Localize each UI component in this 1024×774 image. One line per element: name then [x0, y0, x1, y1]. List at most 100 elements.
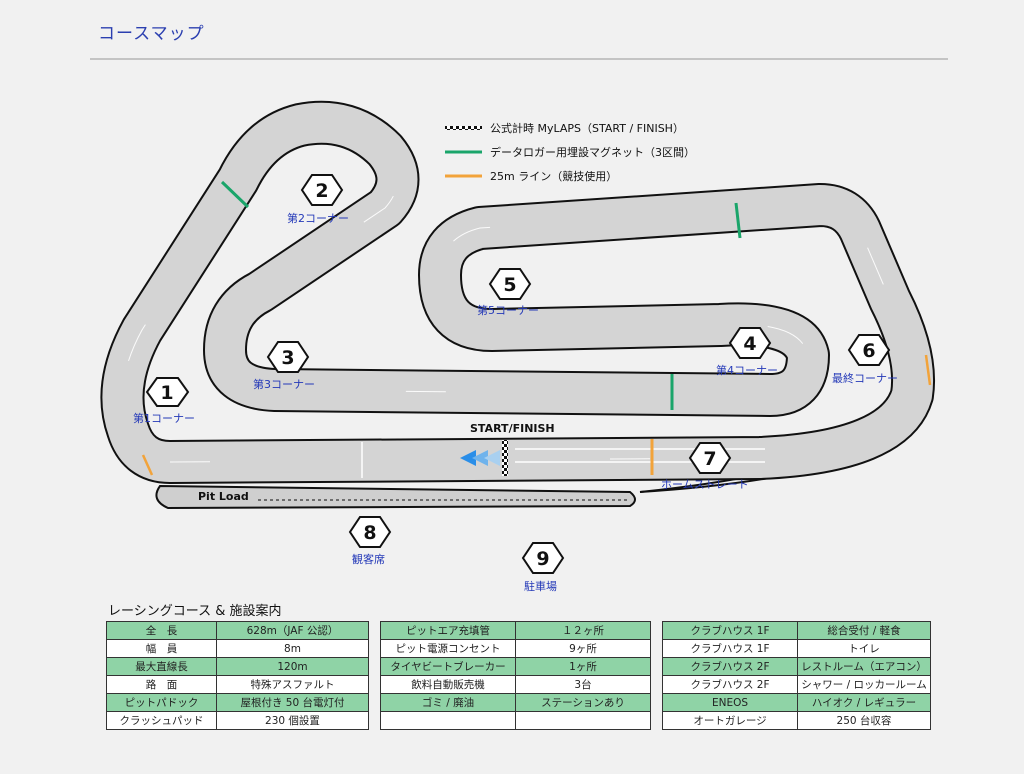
marker-2[interactable]: 2 第2コーナー	[287, 174, 349, 225]
marker-6[interactable]: 6 最終コーナー	[832, 334, 898, 385]
legend-item-magnet: データロガー用埋設マグネット（3区間）	[490, 145, 695, 159]
table-cell: ピット電源コンセント	[380, 639, 516, 658]
svg-text:第2コーナー: 第2コーナー	[287, 211, 349, 225]
table-cell: 9ヶ所	[515, 639, 651, 658]
table-cell: 最大直線長	[106, 657, 217, 676]
magnet-line	[734, 202, 742, 239]
table-cell: ステーションあり	[515, 693, 651, 712]
table-cell: 路 面	[106, 675, 217, 694]
legend-item-25m-line: 25m ライン（競技使用）	[490, 169, 617, 183]
table-cell: 特殊アスファルト	[216, 675, 369, 694]
direction-arrow-icon	[472, 450, 488, 466]
table-cell: オートガレージ	[662, 711, 798, 730]
marker-8[interactable]: 8 観客席	[348, 516, 392, 566]
marker-3[interactable]: 3 第3コーナー	[253, 341, 315, 391]
svg-text:第1コーナー: 第1コーナー	[133, 411, 195, 425]
table-cell: シャワー / ロッカールーム	[797, 675, 931, 694]
hexagon-icon	[728, 327, 772, 359]
table-cell: 全 長	[106, 621, 217, 640]
table-cell: クラブハウス 2F	[662, 675, 798, 694]
table-cell: 総合受付 / 軽食	[797, 621, 931, 640]
svg-text:6: 6	[862, 340, 875, 362]
svg-text:5: 5	[503, 274, 516, 296]
column-gap	[650, 621, 663, 640]
25m-line	[924, 354, 932, 386]
svg-text:第3コーナー: 第3コーナー	[253, 377, 315, 391]
svg-text:7: 7	[703, 448, 716, 470]
marker-1[interactable]: 1 第1コーナー	[133, 377, 195, 425]
svg-text:3: 3	[281, 347, 294, 369]
svg-text:第4コーナー: 第4コーナー	[716, 363, 778, 377]
table-cell: ENEOS	[662, 693, 798, 712]
column-gap	[650, 711, 663, 730]
table-cell: 屋根付き 50 台電灯付	[216, 693, 369, 712]
column-gap	[368, 711, 381, 730]
column-gap	[368, 639, 381, 658]
table-cell: タイヤビートブレーカー	[380, 657, 516, 676]
magnet-line	[220, 180, 250, 209]
column-gap	[368, 621, 381, 640]
table-cell: 230 個設置	[216, 711, 369, 730]
hexagon-icon	[521, 542, 565, 574]
legend-item-timing: 公式計時 MyLAPS（START / FINISH）	[490, 121, 684, 135]
hexagon-icon	[688, 442, 732, 474]
svg-text:2: 2	[315, 180, 328, 202]
start-finish-label: START/FINISH	[470, 422, 555, 435]
table-cell: 250 台収容	[797, 711, 931, 730]
title-divider	[90, 58, 948, 60]
table-cell	[515, 711, 651, 730]
svg-text:8: 8	[363, 522, 376, 544]
svg-text:第5コーナー: 第5コーナー	[477, 303, 539, 317]
start-finish-line	[502, 440, 508, 476]
table-cell: ハイオク / レギュラー	[797, 693, 931, 712]
table-cell: 1ヶ所	[515, 657, 651, 676]
column-gap	[650, 693, 663, 712]
page-title: コースマップ	[98, 24, 205, 44]
svg-text:1: 1	[160, 382, 173, 404]
table-cell: 8m	[216, 639, 369, 658]
column-gap	[368, 657, 381, 676]
svg-text:観客席: 観客席	[352, 552, 385, 566]
direction-arrow-icon	[460, 450, 476, 466]
table-cell: 120m	[216, 657, 369, 676]
table-cell: 飲料自動販売機	[380, 675, 516, 694]
hexagon-icon	[145, 377, 190, 407]
track-surface	[102, 102, 934, 482]
marker-4[interactable]: 4 第4コーナー	[716, 327, 778, 377]
table-cell: １２ヶ所	[515, 621, 651, 640]
table-cell: ゴミ / 廃油	[380, 693, 516, 712]
svg-text:9: 9	[536, 548, 549, 570]
svg-text:駐車場: 駐車場	[524, 579, 557, 593]
marker-5[interactable]: 5 第5コーナー	[477, 268, 539, 317]
table-cell: 628m（JAF 公認）	[216, 621, 369, 640]
race-track: START/FINISH Pit Load	[100, 100, 936, 510]
hexagon-icon	[266, 341, 310, 373]
table-cell: クラブハウス 2F	[662, 657, 798, 676]
table-cell: クラブハウス 1F	[662, 639, 798, 658]
25m-line	[141, 454, 154, 476]
svg-text:4: 4	[743, 333, 756, 355]
table-cell: クラブハウス 1F	[662, 621, 798, 640]
column-gap	[650, 675, 663, 694]
column-gap	[650, 639, 663, 658]
direction-arrow-icon	[484, 450, 500, 466]
svg-text:ホームストレート: ホームストレート	[661, 478, 749, 491]
hexagon-icon	[348, 516, 392, 548]
hexagon-icon	[488, 268, 532, 300]
column-gap	[650, 657, 663, 676]
table-cell: 3台	[515, 675, 651, 694]
marker-7[interactable]: 7 ホームストレート	[661, 442, 749, 491]
marker-9[interactable]: 9 駐車場	[521, 542, 565, 593]
facilities-title: レーシングコース & 施設案内	[108, 604, 282, 619]
table-cell: 幅 員	[106, 639, 217, 658]
table-cell	[380, 711, 516, 730]
table-cell: トイレ	[797, 639, 931, 658]
pit-lane	[155, 484, 636, 510]
hexagon-icon	[300, 174, 344, 206]
